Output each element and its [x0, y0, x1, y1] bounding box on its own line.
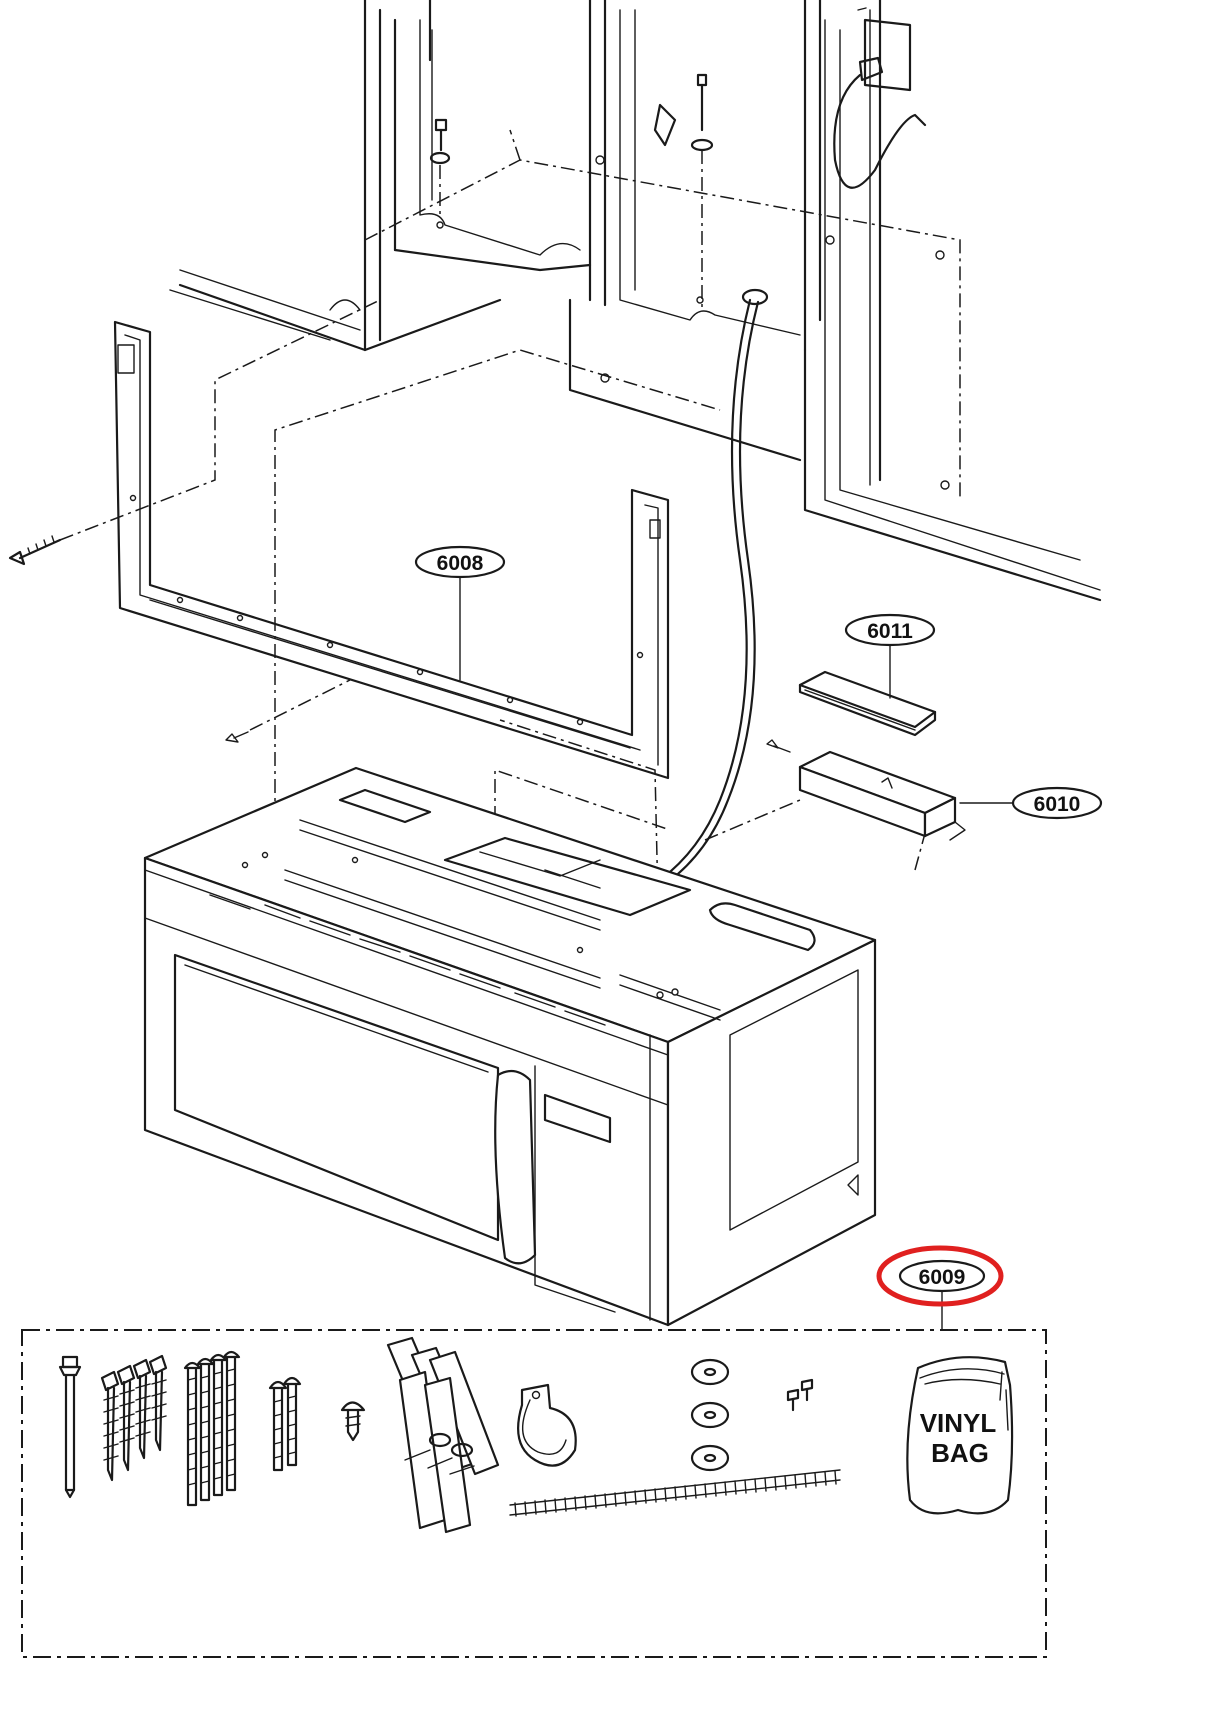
- highlight-circle: [876, 1245, 1004, 1307]
- washers: [690, 1358, 730, 1472]
- long-bolt: [58, 1355, 82, 1499]
- small-screws: [786, 1378, 814, 1412]
- callout-6008: 6008: [414, 545, 506, 681]
- power-cord: [658, 73, 927, 882]
- upper-cabinets: [169, 0, 1102, 602]
- callout-6011: 6011: [844, 613, 936, 699]
- short-bolts: [268, 1376, 302, 1472]
- toggle-anchors: [386, 1336, 500, 1534]
- side-screw: [8, 535, 249, 743]
- wall-outlet: [857, 7, 912, 92]
- top-cabinet-plate-6011: [798, 670, 937, 737]
- top-screws: [429, 73, 714, 165]
- callout-6009: 6009: [876, 1245, 1004, 1331]
- machine-bolts: [183, 1350, 241, 1507]
- callout-6011-label: 6011: [867, 620, 913, 643]
- vinyl-bag: VINYL BAG: [906, 1356, 1014, 1515]
- mounting-plate: [113, 320, 670, 780]
- callout-6009-label: 6009: [919, 1266, 966, 1289]
- spring-coil: [509, 1469, 841, 1517]
- vinyl-bag-label-line2: BAG: [931, 1438, 989, 1468]
- callout-6008-label: 6008: [437, 552, 484, 575]
- vinyl-bag-label-line1: VINYL: [920, 1408, 997, 1438]
- tapping-screw: [340, 1401, 366, 1442]
- callout-6010-label: 6010: [1034, 793, 1081, 816]
- callout-6010: 6010: [959, 786, 1103, 820]
- duct-bracket-6010: [766, 739, 966, 841]
- wood-screws: [100, 1354, 168, 1482]
- cord-clamp: [517, 1383, 577, 1467]
- installation-kit: VINYL BAG: [21, 1329, 1047, 1658]
- microwave-oven: [143, 766, 877, 1327]
